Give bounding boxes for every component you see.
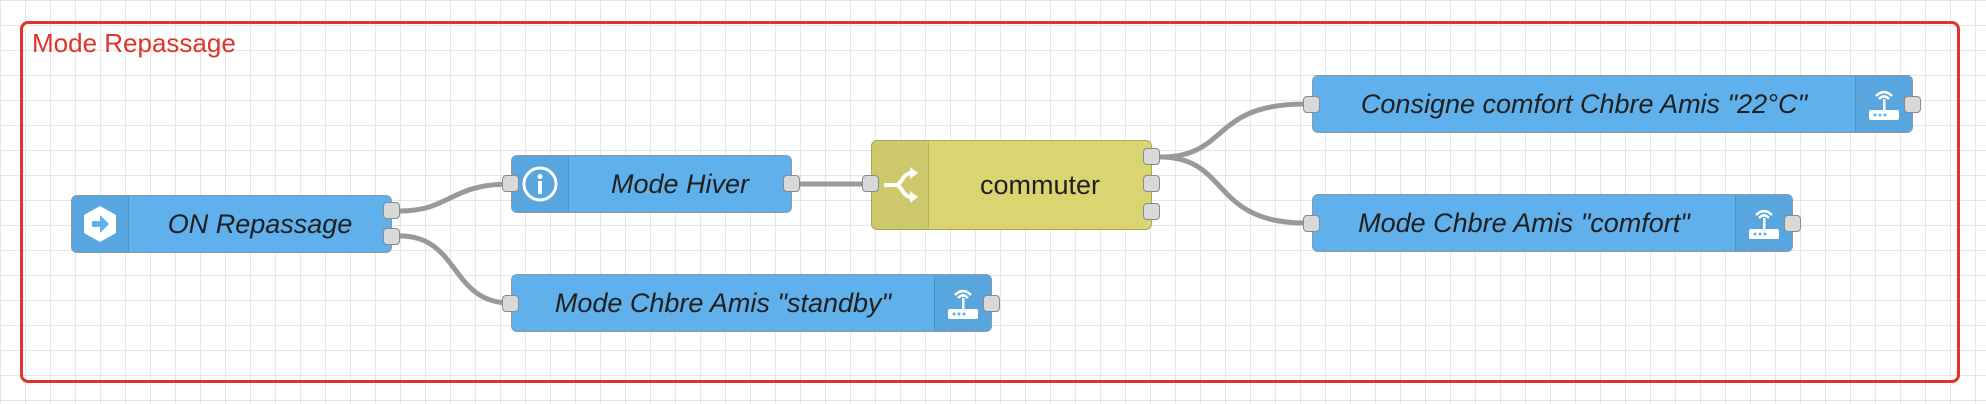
router-icon <box>934 275 991 331</box>
node-label: Mode Hiver <box>610 168 750 199</box>
output-port-2[interactable] <box>1143 175 1160 192</box>
node-on-repassage[interactable]: ON Repassage <box>71 195 392 253</box>
node-label: ON Repassage <box>167 208 353 239</box>
output-port[interactable] <box>983 295 1000 312</box>
output-port[interactable] <box>783 175 800 192</box>
node-label: Consigne comfort Chbre Amis "22°C" <box>1360 88 1808 119</box>
output-port-3[interactable] <box>1143 203 1160 220</box>
router-icon <box>1855 76 1912 132</box>
node-label: Mode Chbre Amis "standby" <box>554 287 892 318</box>
output-port-1[interactable] <box>1143 148 1160 165</box>
input-port[interactable] <box>502 295 519 312</box>
node-consigne-comfort[interactable]: Consigne comfort Chbre Amis "22°C" <box>1312 75 1913 133</box>
input-port[interactable] <box>1303 96 1320 113</box>
node-label: Mode Chbre Amis "comfort" <box>1358 207 1690 238</box>
wire-commuter-to-comfort[interactable] <box>1159 154 1306 226</box>
wire-on-to-standby[interactable] <box>399 233 511 306</box>
wire-on-to-hiver[interactable] <box>399 181 511 214</box>
node-mode-hiver[interactable]: Mode Hiver <box>511 155 792 213</box>
inject-arrow-icon <box>72 196 129 252</box>
output-port-2[interactable] <box>383 228 400 245</box>
input-port[interactable] <box>1303 215 1320 232</box>
switch-icon <box>872 141 929 229</box>
info-icon <box>512 156 569 212</box>
node-commuter[interactable]: commuter <box>871 140 1152 230</box>
output-port[interactable] <box>1904 96 1921 113</box>
router-icon <box>1735 195 1792 251</box>
group-mode-repassage[interactable]: Mode Repassage <box>20 21 1960 383</box>
output-port-1[interactable] <box>383 202 400 219</box>
node-mode-comfort[interactable]: Mode Chbre Amis "comfort" <box>1312 194 1793 252</box>
wire-commuter-to-consigne[interactable] <box>1159 101 1306 160</box>
input-port[interactable] <box>502 175 519 192</box>
node-label: commuter <box>979 169 1101 200</box>
node-mode-standby[interactable]: Mode Chbre Amis "standby" <box>511 274 992 332</box>
input-port[interactable] <box>862 175 879 192</box>
output-port[interactable] <box>1784 215 1801 232</box>
group-label: Mode Repassage <box>32 28 236 58</box>
